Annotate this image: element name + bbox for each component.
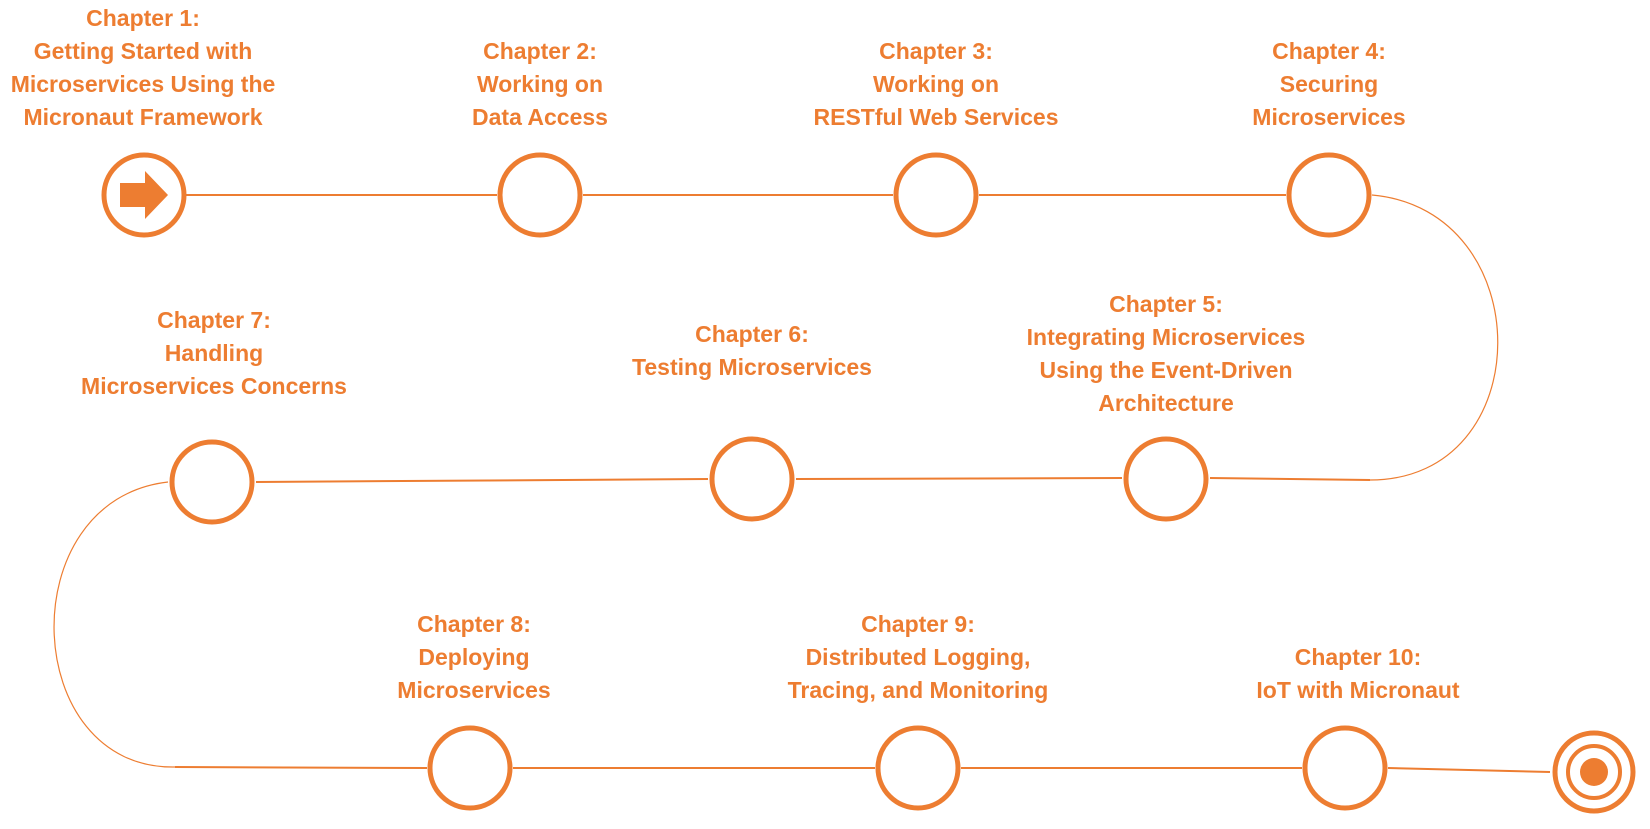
- chapter-title-line: Microservices Concerns: [81, 373, 347, 399]
- chapter-number: Chapter 6:: [695, 321, 809, 347]
- chapter-title-line: Using the Event-Driven: [1039, 357, 1292, 383]
- chapter-title-line: Microservices: [397, 677, 550, 703]
- label-chapter-7: Chapter 7: Handling Microservices Concer…: [81, 307, 347, 399]
- chapter-number: Chapter 8:: [417, 611, 531, 637]
- chapter-title-line: Microservices Using the: [11, 71, 276, 97]
- node-chapter-7: [169, 439, 255, 525]
- label-chapter-10: Chapter 10: IoT with Micronaut: [1256, 644, 1459, 703]
- node-chapter-2: [497, 152, 583, 238]
- node-chapter-10: [1302, 725, 1388, 811]
- chapter-title-line: RESTful Web Services: [814, 104, 1059, 130]
- label-chapter-4: Chapter 4: Securing Microservices: [1252, 38, 1405, 130]
- chapter-title-line: Testing Microservices: [632, 354, 872, 380]
- path-segment-6-7: [255, 478, 709, 483]
- node-chapter-4: [1286, 152, 1372, 238]
- chapter-number: Chapter 3:: [879, 38, 993, 64]
- node-chapter-3: [893, 152, 979, 238]
- path-segment-7-8: [174, 766, 428, 769]
- label-chapter-5: Chapter 5: Integrating Microservices Usi…: [1027, 291, 1306, 416]
- chapter-number: Chapter 9:: [861, 611, 975, 637]
- chapter-title-line: Deploying: [418, 644, 529, 670]
- path-curve-left: [53, 481, 176, 768]
- path-curve-right: [1369, 194, 1499, 481]
- chapter-number: Chapter 4:: [1272, 38, 1386, 64]
- roadmap-path: [53, 194, 1551, 773]
- node-chapter-8: [427, 725, 513, 811]
- label-chapter-8: Chapter 8: Deploying Microservices: [397, 611, 550, 703]
- chapter-title-line: IoT with Micronaut: [1256, 677, 1459, 703]
- label-chapter-6: Chapter 6: Testing Microservices: [632, 321, 872, 380]
- label-chapter-2: Chapter 2: Working on Data Access: [472, 38, 608, 130]
- arrow-right-icon: [120, 171, 168, 219]
- chapter-number: Chapter 7:: [157, 307, 271, 333]
- path-segment-10-end: [1387, 767, 1551, 773]
- label-chapter-3: Chapter 3: Working on RESTful Web Servic…: [814, 38, 1059, 130]
- chapter-title-line: Distributed Logging,: [806, 644, 1031, 670]
- chapter-number: Chapter 2:: [483, 38, 597, 64]
- node-chapter-5: [1123, 436, 1209, 522]
- chapter-title-line: Securing: [1280, 71, 1378, 97]
- chapter-title-line: Getting Started with: [34, 38, 253, 64]
- chapter-number: Chapter 5:: [1109, 291, 1223, 317]
- label-chapter-9: Chapter 9: Distributed Logging, Tracing,…: [788, 611, 1049, 703]
- path-segment-5-6: [795, 477, 1123, 480]
- chapter-title-line: Micronaut Framework: [24, 104, 263, 130]
- chapter-title-line: Working on: [873, 71, 999, 97]
- label-chapter-1: Chapter 1: Getting Started with Microser…: [11, 5, 276, 130]
- chapter-title-line: Tracing, and Monitoring: [788, 677, 1049, 703]
- chapter-title-line: Microservices: [1252, 104, 1405, 130]
- chapter-title-line: Working on: [477, 71, 603, 97]
- chapter-title-line: Handling: [165, 340, 263, 366]
- path-segment-4-5: [1209, 477, 1371, 481]
- chapter-number: Chapter 1:: [86, 5, 200, 31]
- chapter-nodes: [101, 152, 1388, 811]
- target-icon: [1552, 730, 1636, 814]
- chapter-title-line: Integrating Microservices: [1027, 324, 1306, 350]
- chapter-title-line: Architecture: [1098, 390, 1233, 416]
- chapter-title-line: Data Access: [472, 104, 608, 130]
- chapter-number: Chapter 10:: [1295, 644, 1422, 670]
- node-chapter-9: [875, 725, 961, 811]
- node-chapter-6: [709, 436, 795, 522]
